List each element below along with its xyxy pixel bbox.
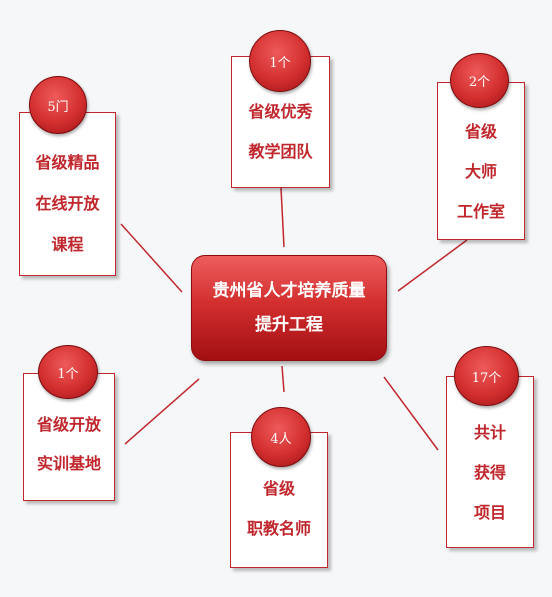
center-title-line2: 提升工程 bbox=[255, 315, 323, 335]
node-label-line: 职教名师 bbox=[246, 519, 311, 538]
node-label-line: 省级开放 bbox=[36, 415, 101, 434]
node-label-line: 省级 bbox=[464, 122, 497, 141]
count-badge-top-right: 2个 bbox=[450, 53, 509, 108]
node-label-line: 项目 bbox=[473, 503, 506, 522]
count-badge-top: 1个 bbox=[249, 30, 311, 92]
node-label-line: 在线开放 bbox=[35, 193, 100, 213]
node-label-line: 省级优秀 bbox=[248, 102, 313, 121]
count-badge-top-left: 5门 bbox=[29, 76, 87, 134]
center-title-line1: 贵州省人才培养质量 bbox=[212, 281, 366, 301]
connector-tl bbox=[120, 223, 183, 293]
connector-bottom bbox=[281, 365, 285, 393]
node-box-top-left: 省级精品 在线开放 课程 bbox=[19, 112, 116, 276]
center-node: 贵州省人才培养质量 提升工程 bbox=[191, 255, 387, 361]
connector-bl bbox=[124, 378, 200, 445]
node-box-top-right: 省级 大师 工作室 bbox=[437, 82, 525, 240]
node-label-line: 共计 bbox=[473, 423, 506, 442]
node-label-line: 课程 bbox=[51, 234, 84, 254]
connector-tr bbox=[397, 239, 468, 292]
node-label-line: 大师 bbox=[464, 162, 497, 181]
node-box-top: 省级优秀 教学团队 bbox=[231, 56, 330, 188]
node-box-bottom: 省级 职教名师 bbox=[230, 432, 328, 568]
connector-top bbox=[280, 187, 285, 248]
connector-br bbox=[383, 376, 439, 451]
node-label-line: 获得 bbox=[473, 463, 506, 482]
node-label-line: 省级精品 bbox=[35, 152, 100, 172]
node-label-line: 教学团队 bbox=[248, 142, 313, 161]
count-badge-bottom-right: 17个 bbox=[454, 346, 519, 406]
count-badge-bottom: 4人 bbox=[251, 407, 311, 467]
node-label-line: 实训基地 bbox=[36, 454, 101, 473]
count-badge-bottom-left: 1个 bbox=[38, 345, 98, 399]
node-label-line: 工作室 bbox=[456, 202, 505, 221]
node-label-line: 省级 bbox=[262, 479, 295, 498]
